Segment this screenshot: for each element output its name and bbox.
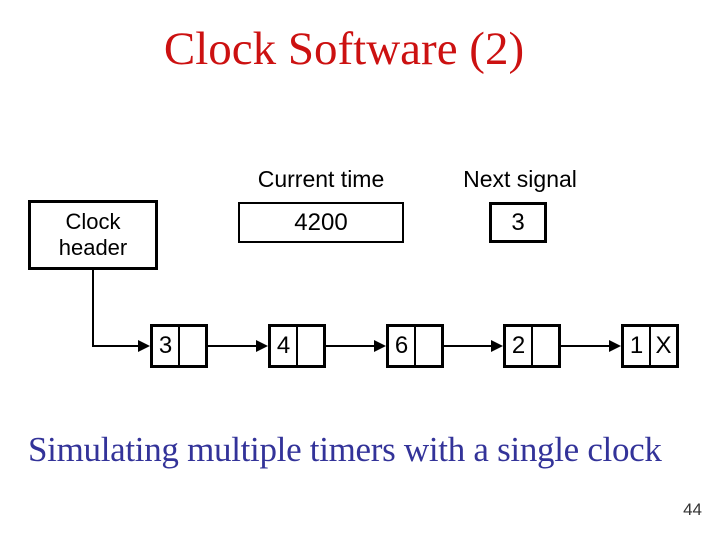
arrow-line-4 bbox=[561, 345, 609, 347]
clock-header-label: Clock header bbox=[58, 208, 128, 260]
slide-title: Clock Software (2) bbox=[163, 23, 525, 75]
arrowhead-icon bbox=[256, 340, 268, 352]
header-connector-vertical-line bbox=[92, 269, 94, 346]
list-node-4: 2 bbox=[503, 324, 561, 368]
current-time-label: Current time bbox=[257, 166, 385, 192]
arrow-line-1 bbox=[208, 345, 256, 347]
list-node-1: 3 bbox=[150, 324, 208, 368]
slide-caption: Simulating multiple timers with a single… bbox=[28, 430, 662, 469]
node-pointer: X bbox=[655, 332, 672, 359]
arrow-line-3 bbox=[444, 345, 491, 347]
node-value: 4 bbox=[271, 327, 298, 365]
node-pointer bbox=[416, 327, 441, 365]
node-value: 6 bbox=[389, 327, 416, 365]
node-pointer bbox=[180, 327, 205, 365]
node-pointer bbox=[298, 327, 323, 365]
next-signal-value: 3 bbox=[511, 208, 525, 236]
arrowhead-icon bbox=[609, 340, 621, 352]
current-time-box: 4200 bbox=[238, 202, 404, 243]
node-value: 3 bbox=[153, 327, 180, 365]
next-signal-label: Next signal bbox=[463, 166, 577, 192]
list-node-2: 4 bbox=[268, 324, 326, 368]
node-value: 2 bbox=[506, 327, 533, 365]
arrowhead-icon bbox=[491, 340, 503, 352]
current-time-value: 4200 bbox=[294, 208, 348, 236]
next-signal-box: 3 bbox=[489, 202, 547, 243]
clock-header-box: Clock header bbox=[28, 200, 158, 270]
page-number: 44 bbox=[683, 500, 702, 519]
arrow-line-2 bbox=[326, 345, 374, 347]
list-node-3: 6 bbox=[386, 324, 444, 368]
arrowhead-icon bbox=[374, 340, 386, 352]
header-connector-horizontal-line bbox=[92, 345, 138, 347]
list-node-5: 1 X bbox=[621, 324, 679, 368]
node-pointer bbox=[533, 327, 558, 365]
node-value: 1 bbox=[624, 327, 651, 365]
arrowhead-icon bbox=[138, 340, 150, 352]
